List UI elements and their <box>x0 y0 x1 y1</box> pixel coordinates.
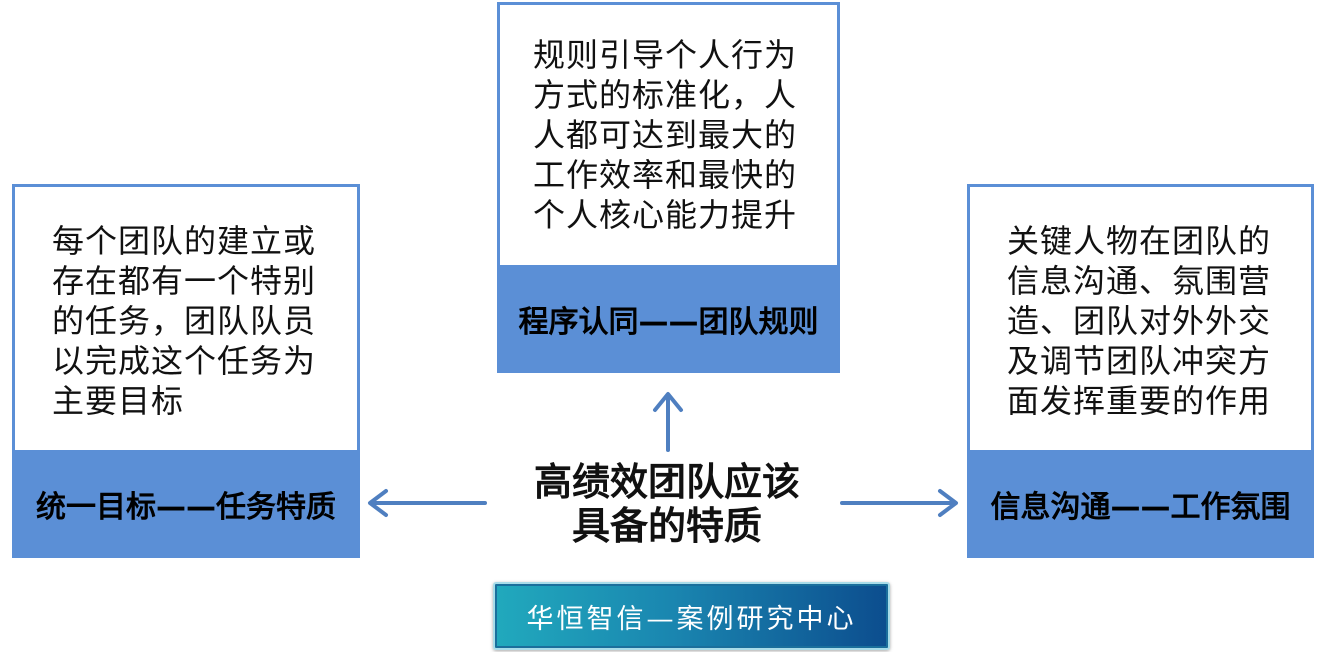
task-box-left: 每个团队的建立或 存在都有一个特别 的任务，团队队员 以完成这个任务为 主要目标… <box>12 184 360 558</box>
arrow-left-icon <box>368 489 487 517</box>
arrow-up-icon <box>653 392 683 452</box>
box-right-description: 关键人物在团队的 信息沟通、氛围营 造、团队对外外交 及调节团队冲突方 面发挥重… <box>1007 221 1271 421</box>
box-right-line: 信息沟通、氛围营 <box>1007 262 1272 300</box>
box-left-line: 主要目标 <box>52 382 185 420</box>
box-top-line: 规则引导个人行为 <box>533 36 798 74</box>
box-top-line: 工作效率和最快的 <box>533 156 798 194</box>
task-box-right: 关键人物在团队的 信息沟通、氛围营 造、团队对外外交 及调节团队冲突方 面发挥重… <box>967 184 1314 558</box>
box-top-label: 程序认同——团队规则 <box>497 265 840 373</box>
source-badge-text: 华恒智信—案例研究中心 <box>526 603 857 635</box>
box-left-line: 以完成这个任务为 <box>52 342 317 380</box>
task-box-top: 规则引导个人行为 方式的标准化，人 人都可达到最大的 工作效率和最快的 个人核心… <box>497 2 840 373</box>
box-top-description: 规则引导个人行为 方式的标准化，人 人都可达到最大的 工作效率和最快的 个人核心… <box>533 35 797 235</box>
box-top-line: 个人核心能力提升 <box>533 196 798 234</box>
box-top-line: 人都可达到最大的 <box>533 116 798 154</box>
box-right-label: 信息沟通——工作氛围 <box>967 450 1314 558</box>
box-left-line: 每个团队的建立或 <box>52 222 317 260</box>
source-badge: 华恒智信—案例研究中心 <box>493 582 890 650</box>
box-left-line: 存在都有一个特别 <box>52 262 317 300</box>
box-right-line: 关键人物在团队的 <box>1007 222 1272 260</box>
box-right-line: 造、团队对外外交 <box>1007 302 1272 340</box>
center-title-line: 高绩效团队应该 <box>533 460 800 504</box>
center-title: 高绩效团队应该 具备的特质 <box>482 460 852 548</box>
box-left-label: 统一目标——任务特质 <box>12 450 360 558</box>
box-left-description: 每个团队的建立或 存在都有一个特别 的任务，团队队员 以完成这个任务为 主要目标 <box>52 221 316 421</box>
box-right-line: 及调节团队冲突方 <box>1007 342 1272 380</box>
box-left-line: 的任务，团队队员 <box>52 302 317 340</box>
arrow-right-icon <box>840 489 958 517</box>
box-right-line: 面发挥重要的作用 <box>1007 382 1272 420</box>
center-title-line: 具备的特质 <box>571 504 762 548</box>
box-top-line: 方式的标准化，人 <box>533 76 798 114</box>
